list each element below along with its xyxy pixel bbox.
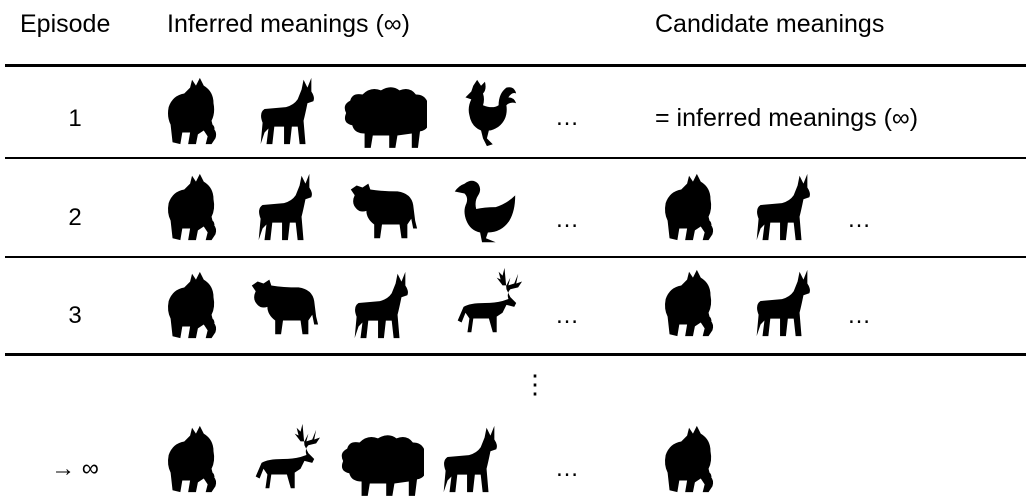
episode-infinity-label: → ∞ [51, 455, 99, 482]
row-infinity-inferred-ellipsis: … [555, 455, 580, 482]
row-2-inferred-ellipsis: … [555, 206, 580, 233]
sheep-icon [332, 424, 424, 502]
donkey-icon [341, 266, 419, 344]
horse-icon [652, 264, 730, 342]
donkey-icon [245, 168, 323, 246]
row-3-inferred-ellipsis: … [555, 302, 580, 329]
row-3-candidate-ellipsis: … [847, 302, 872, 329]
donkey-icon [743, 264, 821, 342]
cow-icon [343, 168, 421, 246]
sheep-icon [335, 76, 427, 154]
duck-icon [445, 172, 523, 250]
row-2-candidate-ellipsis: … [847, 206, 872, 233]
row-divider-2 [5, 256, 1026, 258]
horse-icon [652, 168, 730, 246]
reindeer-icon [446, 262, 524, 340]
horse-icon [155, 168, 233, 246]
row-1-candidate-text: = inferred meanings (∞) [655, 104, 919, 132]
episode-3-label: 3 [68, 302, 82, 329]
row-1-inferred-ellipsis: … [555, 104, 580, 131]
donkey-icon [247, 72, 325, 150]
rooster-icon [444, 74, 522, 152]
donkey-icon [430, 420, 508, 498]
horse-icon [155, 72, 233, 150]
horse-icon [652, 420, 730, 498]
header-rule [5, 64, 1026, 67]
row-divider-3 [5, 353, 1026, 356]
horse-icon [155, 266, 233, 344]
candidate-column-header: Candidate meanings [655, 10, 885, 38]
row-divider-1 [5, 157, 1026, 159]
horse-icon [155, 420, 233, 498]
reindeer-icon [244, 418, 322, 496]
inferred-column-header: Inferred meanings (∞) [167, 10, 410, 38]
episode-2-label: 2 [68, 204, 82, 231]
donkey-icon [743, 168, 821, 246]
vertical-ellipsis: ⋮ [522, 369, 548, 399]
episode-column-header: Episode [20, 10, 111, 38]
cow-icon [244, 264, 322, 342]
episode-1-label: 1 [68, 105, 82, 132]
